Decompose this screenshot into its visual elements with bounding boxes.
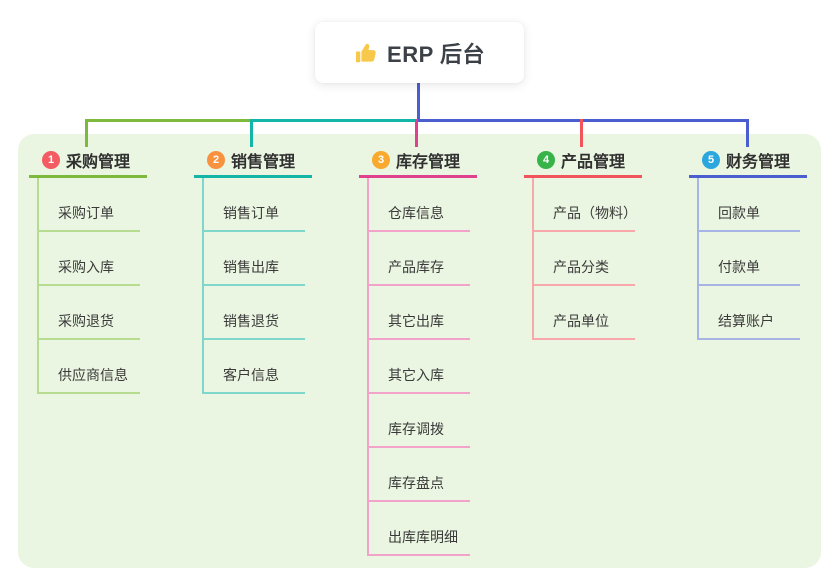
- branch-title-label: 产品管理: [561, 154, 626, 171]
- tree-node[interactable]: 采购订单: [39, 178, 140, 232]
- branch-number-badge: 3: [372, 151, 390, 169]
- tree-node-label: 产品库存: [388, 259, 444, 275]
- thumbs-up-icon: [354, 41, 378, 65]
- branch-purchase[interactable]: 1 采购管理 采购订单 采购入库 采购退货 供应商信息: [29, 145, 147, 394]
- tree-node-label: 采购退货: [58, 313, 114, 329]
- tree-node[interactable]: 客户信息: [204, 340, 305, 394]
- root-connector-line: [417, 83, 420, 121]
- tree-node[interactable]: 回款单: [699, 178, 800, 232]
- branch-title-row[interactable]: 4 产品管理: [524, 145, 642, 175]
- tree-node-label: 销售订单: [223, 205, 279, 221]
- branch-underline: [194, 175, 312, 178]
- tree-node-label: 其它入库: [388, 367, 444, 383]
- bus-segment-finance: [417, 119, 749, 122]
- bus-segment-sales: [251, 119, 417, 122]
- branch-number-badge: 1: [42, 151, 60, 169]
- branch-children: 产品（物料） 产品分类 产品单位: [532, 178, 637, 340]
- drop-line-finance: [746, 119, 749, 147]
- branch-title-row[interactable]: 1 采购管理: [29, 145, 147, 175]
- tree-node[interactable]: 出库库明细: [369, 502, 470, 556]
- tree-node-label: 其它出库: [388, 313, 444, 329]
- tree-node-label: 出库库明细: [388, 529, 458, 545]
- branch-underline: [689, 175, 807, 178]
- branch-finance[interactable]: 5 财务管理 回款单 付款单 结算账户: [689, 145, 807, 340]
- branch-underline: [524, 175, 642, 178]
- tree-node[interactable]: 供应商信息: [39, 340, 140, 394]
- branch-children: 回款单 付款单 结算账户: [697, 178, 800, 340]
- root-node-label: ERP 后台: [387, 41, 485, 67]
- tree-node-label: 库存调拨: [388, 421, 444, 437]
- tree-node[interactable]: 结算账户: [699, 286, 800, 340]
- branch-product[interactable]: 4 产品管理 产品（物料） 产品分类 产品单位: [524, 145, 642, 340]
- branch-number-badge: 5: [702, 151, 720, 169]
- tree-node-label: 客户信息: [223, 367, 279, 383]
- tree-node-label: 采购入库: [58, 259, 114, 275]
- tree-node[interactable]: 采购退货: [39, 286, 140, 340]
- tree-node-label: 库存盘点: [388, 475, 444, 491]
- tree-node-label: 供应商信息: [58, 367, 128, 383]
- tree-node-label: 采购订单: [58, 205, 114, 221]
- bus-segment-purchase: [85, 119, 251, 122]
- tree-node[interactable]: 其它入库: [369, 340, 470, 394]
- tree-node[interactable]: 产品（物料）: [534, 178, 637, 232]
- branch-children: 仓库信息 产品库存 其它出库 其它入库 库存调拨 库存盘点 出库库明细: [367, 178, 470, 556]
- tree-node[interactable]: 仓库信息: [369, 178, 470, 232]
- tree-node-label: 回款单: [718, 205, 760, 221]
- branch-title-row[interactable]: 5 财务管理: [689, 145, 807, 175]
- branch-children: 销售订单 销售出库 销售退货 客户信息: [202, 178, 305, 394]
- branch-children: 采购订单 采购入库 采购退货 供应商信息: [37, 178, 140, 394]
- tree-node[interactable]: 销售订单: [204, 178, 305, 232]
- drop-line-inventory: [415, 119, 418, 147]
- tree-node-label: 结算账户: [718, 313, 774, 329]
- tree-node[interactable]: 产品单位: [534, 286, 635, 340]
- branch-title-label: 库存管理: [396, 154, 461, 171]
- tree-node-label: 销售出库: [223, 259, 279, 275]
- branch-sales[interactable]: 2 销售管理 销售订单 销售出库 销售退货 客户信息: [194, 145, 312, 394]
- branch-number-badge: 2: [207, 151, 225, 169]
- root-node[interactable]: ERP 后台: [315, 22, 524, 83]
- tree-node[interactable]: 销售出库: [204, 232, 305, 286]
- drop-line-purchase: [85, 119, 88, 147]
- tree-node[interactable]: 库存盘点: [369, 448, 470, 502]
- drop-line-product: [580, 119, 583, 147]
- branch-underline: [359, 175, 477, 178]
- branch-title-label: 销售管理: [231, 154, 296, 171]
- tree-node-label: 产品分类: [553, 259, 609, 275]
- drop-line-sales: [250, 119, 253, 147]
- tree-node[interactable]: 产品分类: [534, 232, 635, 286]
- tree-node-label: 销售退货: [223, 313, 279, 329]
- tree-node[interactable]: 采购入库: [39, 232, 140, 286]
- branch-underline: [29, 175, 147, 178]
- branch-title-row[interactable]: 3 库存管理: [359, 145, 477, 175]
- tree-node[interactable]: 库存调拨: [369, 394, 470, 448]
- tree-node-label: 付款单: [718, 259, 760, 275]
- branch-title-row[interactable]: 2 销售管理: [194, 145, 312, 175]
- mindmap-canvas: [18, 134, 821, 568]
- tree-node[interactable]: 产品库存: [369, 232, 470, 286]
- tree-node[interactable]: 销售退货: [204, 286, 305, 340]
- branch-title-label: 财务管理: [726, 154, 791, 171]
- tree-node-label: 产品（物料）: [553, 205, 637, 221]
- branch-title-label: 采购管理: [66, 154, 131, 171]
- tree-node[interactable]: 付款单: [699, 232, 800, 286]
- tree-node-label: 产品单位: [553, 313, 609, 329]
- branch-inventory[interactable]: 3 库存管理 仓库信息 产品库存 其它出库 其它入库 库存调拨 库存盘点 出库库…: [359, 145, 477, 556]
- branch-number-badge: 4: [537, 151, 555, 169]
- tree-node[interactable]: 其它出库: [369, 286, 470, 340]
- tree-node-label: 仓库信息: [388, 205, 444, 221]
